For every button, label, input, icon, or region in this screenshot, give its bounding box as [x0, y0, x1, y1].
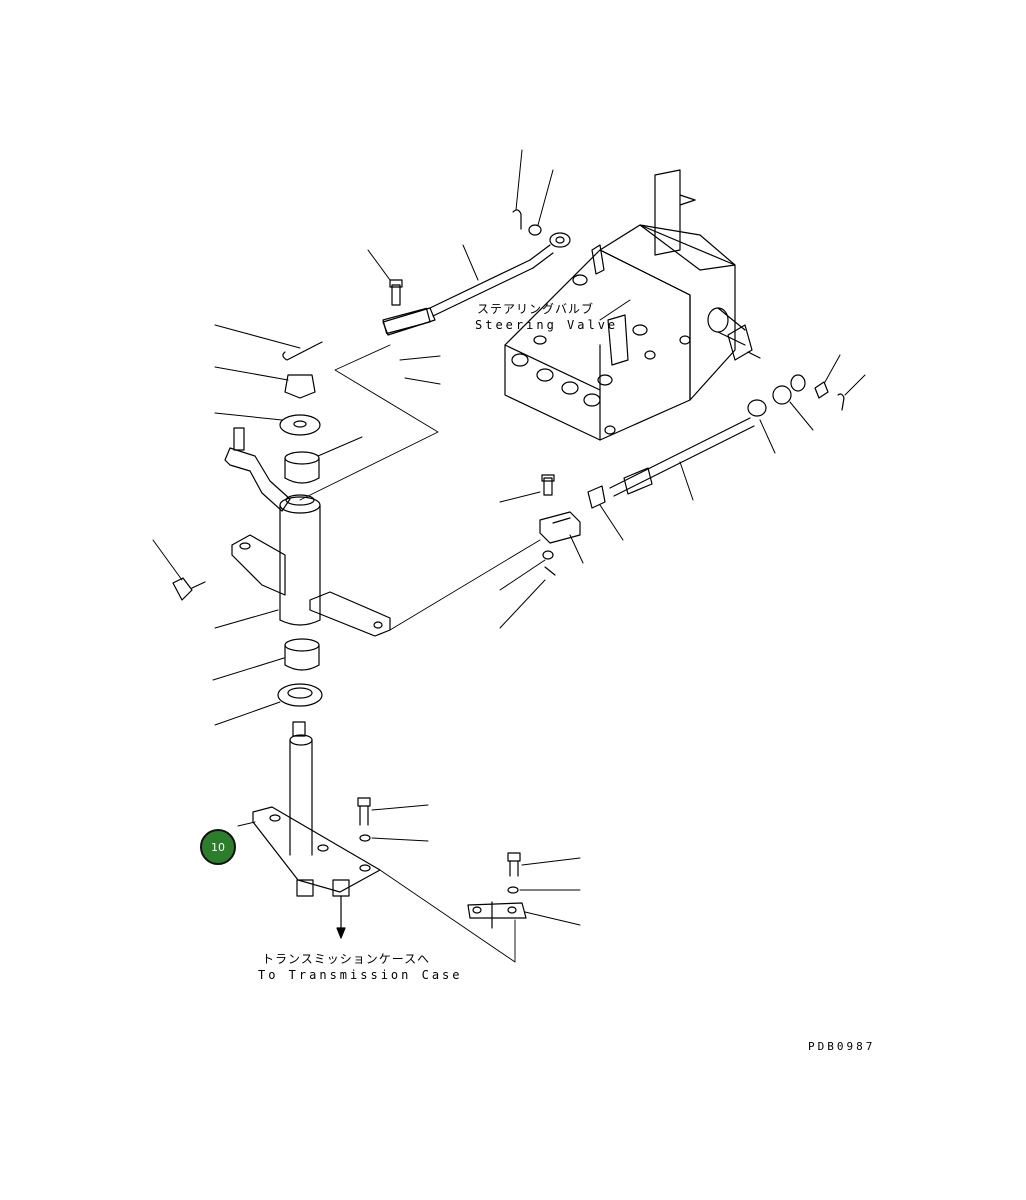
transmission-label-jp: トランスミッションケースへ [262, 952, 431, 966]
upper-steering-rod [382, 209, 554, 336]
callout-badge-10[interactable]: 10 [200, 829, 236, 865]
steering-valve-label-jp: ステアリングバルブ [477, 302, 595, 316]
lever-arm-assembly [172, 341, 391, 637]
lower-bracket-assembly [252, 638, 381, 939]
transmission-label-en: To Transmission Case [258, 968, 463, 982]
lower-tie-rod [587, 374, 845, 509]
drawing-code: PDB0987 [808, 1040, 876, 1053]
leader-lines [152, 149, 866, 926]
steering-valve-body [504, 169, 761, 441]
connector-lines [299, 344, 541, 963]
steering-valve-label-en: Steering Valve [475, 318, 619, 332]
lower-clevis [539, 474, 581, 576]
callout-number: 10 [211, 840, 225, 854]
right-small-bracket [467, 852, 527, 929]
